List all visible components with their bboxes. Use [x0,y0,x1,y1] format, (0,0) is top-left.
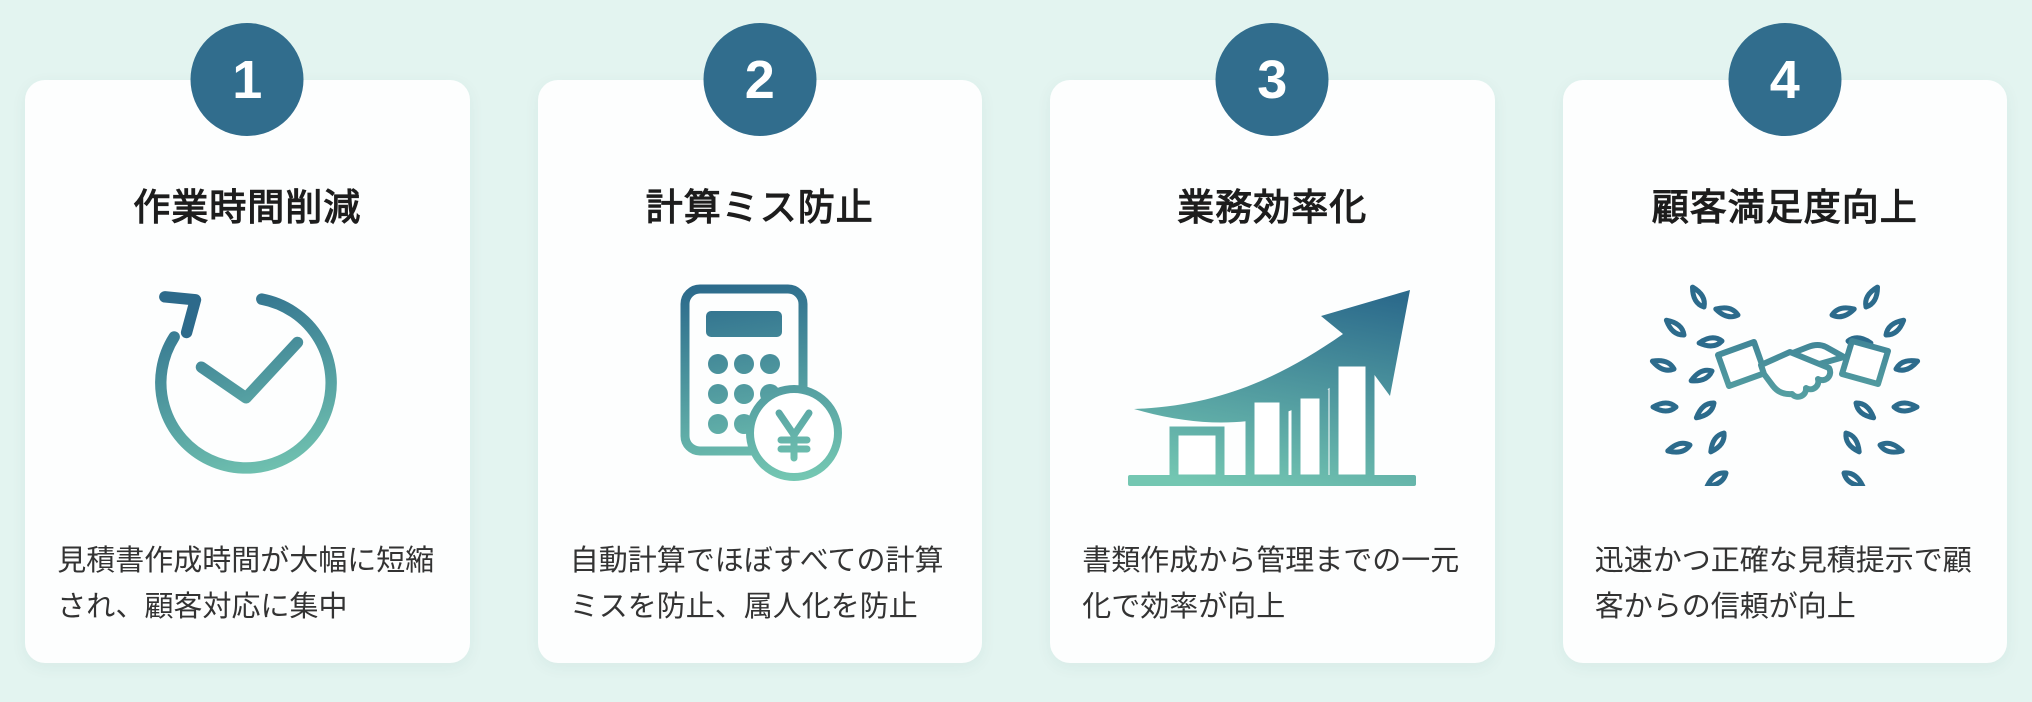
calculator-yen-icon [678,277,842,489]
card-description: 自動計算でほぼすべての計算ミスを防止、属人化を防止 [569,545,944,623]
step-number-badge: 3 [1215,23,1329,136]
handshake-laurel-icon [1630,277,1940,489]
growth-chart-arrow-icon [1122,277,1422,489]
card-title: 作業時間削減 [133,187,362,228]
step-number: 2 [744,49,775,110]
benefit-cards-row: 1 作業時間削減 見積書作成時間が大幅に短縮され、顧客対応に集中 [25,23,2007,663]
step-number: 1 [232,49,263,110]
clock-refresh-icon [144,277,350,489]
step-number-badge: 1 [190,23,304,136]
step-number: 3 [1257,49,1288,110]
benefit-card-satisfaction: 4 顧客満足度向上 [1562,23,2007,663]
card-description: 書類作成から管理までの一元化で効率が向上 [1082,545,1460,623]
benefit-card-efficiency: 3 業務効率化 [1050,23,1495,663]
card-title: 業務効率化 [1177,187,1368,228]
step-number-badge: 2 [703,23,817,136]
card-title: 計算ミス防止 [645,187,874,228]
step-number-badge: 4 [1728,23,1842,136]
card-title: 顧客満足度向上 [1651,187,1918,228]
step-number: 4 [1769,49,1800,110]
benefit-card-work-time: 1 作業時間削減 見積書作成時間が大幅に短縮され、顧客対応に集中 [25,23,470,663]
card-description: 迅速かつ正確な見積提示で顧客からの信頼が向上 [1594,545,1972,623]
benefit-card-calc-mistakes: 2 計算ミス防止 [537,23,982,663]
card-description: 見積書作成時間が大幅に短縮され、顧客対応に集中 [57,545,435,623]
